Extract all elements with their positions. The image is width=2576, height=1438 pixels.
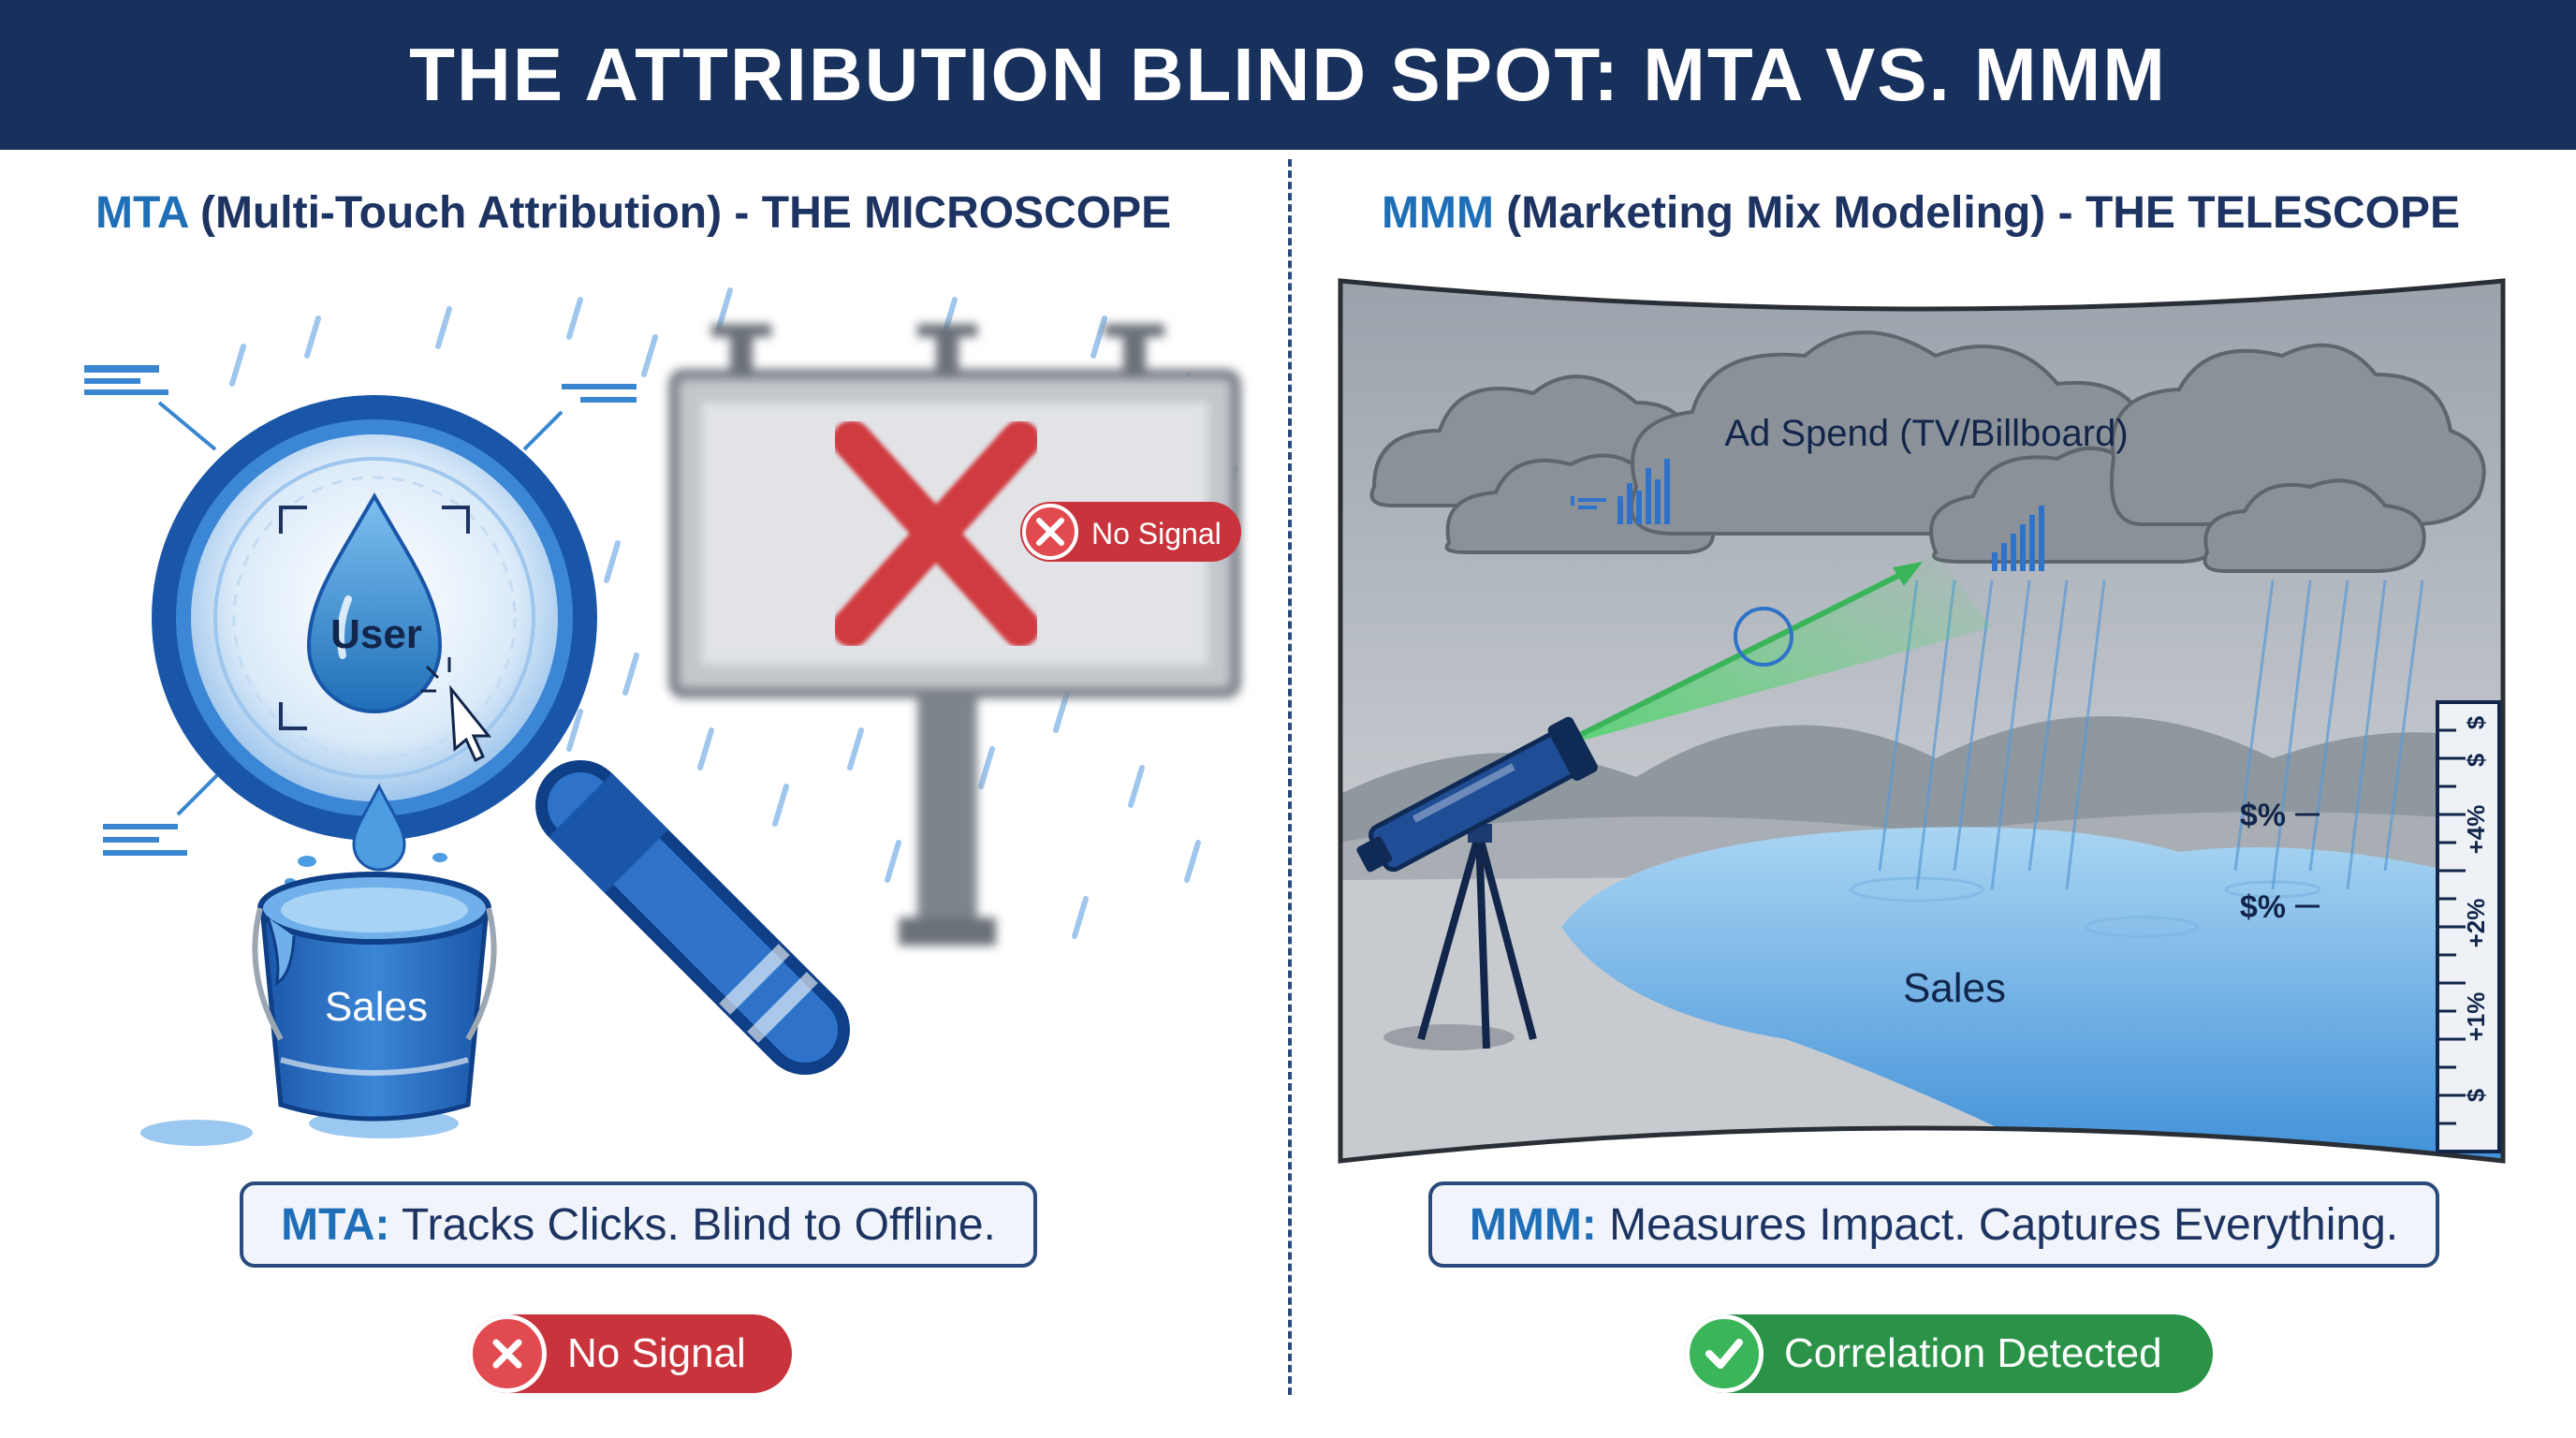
measurement-ruler: $ $ +4% +2% +1% $ [2436,700,2501,1153]
mta-caption-acronym: MTA: [281,1199,390,1250]
check-circle-icon [1685,1314,1764,1393]
page-title: THE ATTRIBUTION BLIND SPOT: MTA VS. MMM [409,33,2167,116]
bucket-label: Sales [325,984,428,1030]
ruler-label-3: +4% [2462,805,2490,855]
mta-status-text: No Signal [567,1330,746,1376]
billboard-x-icon [832,420,1040,647]
billboard-badge-text: No Signal [1091,517,1222,550]
ruler-label-2: $ [2462,753,2490,767]
ruler-label-6: $ [2462,1088,2490,1102]
billboard [668,324,1241,946]
telescope-beam [1552,552,1992,749]
mmm-caption: MMM: Measures Impact. Captures Everythin… [1428,1181,2439,1268]
panorama-frame [1338,278,2506,1164]
panel-divider [1288,159,1292,1395]
ruler-label-4: +2% [2462,899,2490,948]
x-circle-icon [468,1314,547,1393]
telescope-icon [1356,716,1598,1050]
mta-heading-text: (Multi-Touch Attribution) - THE MICROSCO… [187,188,1172,238]
mmm-status-text: Correlation Detected [1784,1330,2162,1376]
mta-status-badge: No Signal [468,1314,792,1393]
mmm-heading: MMM (Marketing Mix Modeling) - THE TELES… [1382,187,2460,239]
cloud-label: Ad Spend (TV/Billboard) [1724,413,2128,454]
mmm-status-badge: Correlation Detected [1685,1314,2213,1393]
mmm-telescope-scene: Sales Ad Spend (TV/Billboard) [1338,278,2506,1164]
falling-drop-icon [352,783,406,872]
mmm-heading-text: (Marketing Mix Modeling) - THE TELESCOPE [1493,188,2460,238]
mta-microscope-scene: No Signal U [84,287,1241,1146]
mmm-heading-acronym: MMM [1382,188,1494,238]
correlation-arrow [1550,568,1910,752]
bucket-icon: Sales [140,872,497,1146]
gauge-mark-upper: $% [2240,798,2286,833]
mta-caption: MTA: Tracks Clicks. Blind to Offline. [240,1181,1037,1268]
sales-lake [1561,827,2503,1161]
billboard-no-signal-badge: No Signal [1020,502,1241,562]
ruler-label-1: $ [2462,715,2490,729]
ruler-label-5: +1% [2462,992,2490,1042]
magnifier-handle [535,760,850,1075]
mmm-caption-text: Measures Impact. Captures Everything. [1596,1199,2399,1250]
magnifier-icon: User [152,395,597,841]
hud-lines [84,365,637,856]
mta-caption-text: Tracks Clicks. Blind to Offline. [389,1199,996,1250]
hud-mini-charts [1571,459,2044,667]
header-banner: THE ATTRIBUTION BLIND SPOT: MTA VS. MMM [0,0,2576,150]
mta-heading: MTA (Multi-Touch Attribution) - THE MICR… [95,187,1171,239]
mmm-caption-acronym: MMM: [1469,1199,1597,1250]
storm-clouds [1369,330,2486,573]
gauge-mark-lower: $% [2240,889,2286,925]
mta-heading-acronym: MTA [95,188,188,238]
cursor-icon [421,657,492,763]
drop-label: User [330,611,422,657]
lake-label: Sales [1903,965,2006,1011]
